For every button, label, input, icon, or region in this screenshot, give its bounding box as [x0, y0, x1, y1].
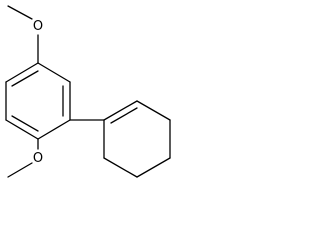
cyclohexene-ring — [103, 100, 171, 178]
oxygen-to-methyl-bond — [7, 162, 33, 178]
structure-diagram: O O — [5, 5, 171, 178]
cyclohexene-bond — [136, 100, 171, 121]
benzene-double-bond-inner — [11, 70, 39, 87]
cyclohexene-bond — [103, 157, 138, 178]
benzene-bond — [37, 62, 71, 83]
oxygen-atom-label: O — [33, 19, 43, 34]
top-methoxy-group: O — [7, 5, 43, 64]
benzene-bond — [5, 62, 39, 83]
benzene-double-bond-inner — [11, 115, 39, 132]
benzene-ring — [5, 62, 71, 140]
cyclohexene-bond — [136, 157, 171, 178]
benzene-bond — [5, 119, 39, 140]
oxygen-atom-label: O — [33, 151, 43, 166]
bottom-methoxy-group: O — [7, 138, 43, 178]
cyclohexene-double-bond-inner — [110, 107, 138, 124]
oxygen-to-methyl-bond — [7, 5, 33, 20]
cyclohexene-double-bond — [103, 100, 138, 121]
benzene-bond — [37, 119, 71, 140]
